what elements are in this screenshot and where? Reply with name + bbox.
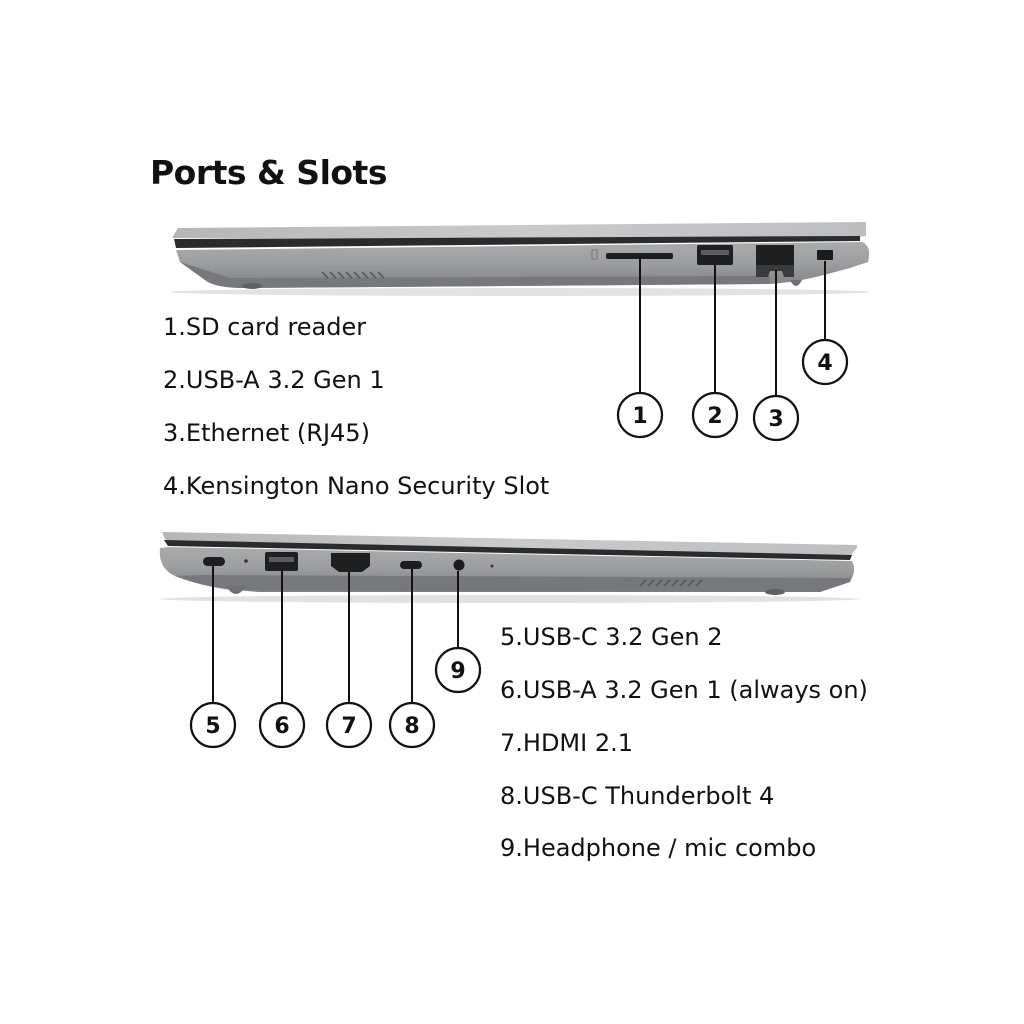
callout-3 bbox=[752, 394, 800, 442]
callout-number: 9 bbox=[450, 659, 465, 684]
hdmi-port bbox=[331, 553, 370, 572]
port-label-audio: 9.Headphone / mic combo bbox=[500, 834, 817, 862]
sd-card-icon bbox=[591, 249, 598, 260]
callout-7 bbox=[325, 701, 373, 749]
callout-number: 1 bbox=[632, 404, 647, 429]
callout-5 bbox=[189, 701, 237, 749]
leader-lines-right bbox=[639, 259, 826, 396]
callout-2 bbox=[691, 391, 739, 439]
port-label-thunderbolt: 8.USB-C Thunderbolt 4 bbox=[500, 782, 775, 810]
callout-number: 8 bbox=[404, 714, 419, 739]
callout-number: 7 bbox=[341, 714, 356, 739]
callout-4 bbox=[801, 338, 849, 386]
port-label-usb-a: 2.USB-A 3.2 Gen 1 bbox=[163, 366, 385, 394]
speaker-grille bbox=[321, 271, 385, 279]
callout-number: 3 bbox=[768, 407, 783, 432]
callout-9 bbox=[434, 646, 482, 694]
page-title: Ports & Slots bbox=[150, 153, 387, 192]
port-label-usb-a-always-on: 6.USB-A 3.2 Gen 1 (always on) bbox=[500, 676, 868, 704]
kensington-slot bbox=[817, 250, 833, 260]
laptop-right-side-view bbox=[170, 222, 870, 296]
leader-lines-left bbox=[212, 566, 459, 703]
port-label-kensington: 4.Kensington Nano Security Slot bbox=[163, 472, 550, 500]
port-label-ethernet: 3.Ethernet (RJ45) bbox=[163, 419, 370, 447]
usb-c-port bbox=[203, 557, 225, 566]
callout-number: 2 bbox=[707, 404, 722, 429]
port-label-hdmi: 7.HDMI 2.1 bbox=[500, 729, 634, 757]
port-label-usb-c: 5.USB-C 3.2 Gen 2 bbox=[500, 623, 723, 651]
ethernet-port bbox=[756, 245, 794, 265]
callout-8 bbox=[388, 701, 436, 749]
callout-number: 4 bbox=[817, 351, 832, 376]
audio-jack bbox=[453, 559, 465, 571]
callout-1 bbox=[616, 391, 664, 439]
thunderbolt-port bbox=[400, 561, 422, 569]
sd-card-slot bbox=[606, 253, 673, 259]
port-label-sd: 1.SD card reader bbox=[163, 313, 367, 341]
callout-number: 6 bbox=[274, 714, 289, 739]
callout-6 bbox=[258, 701, 306, 749]
callout-number: 5 bbox=[205, 714, 220, 739]
laptop-left-side-view bbox=[159, 532, 860, 603]
speaker-grille bbox=[639, 579, 703, 587]
